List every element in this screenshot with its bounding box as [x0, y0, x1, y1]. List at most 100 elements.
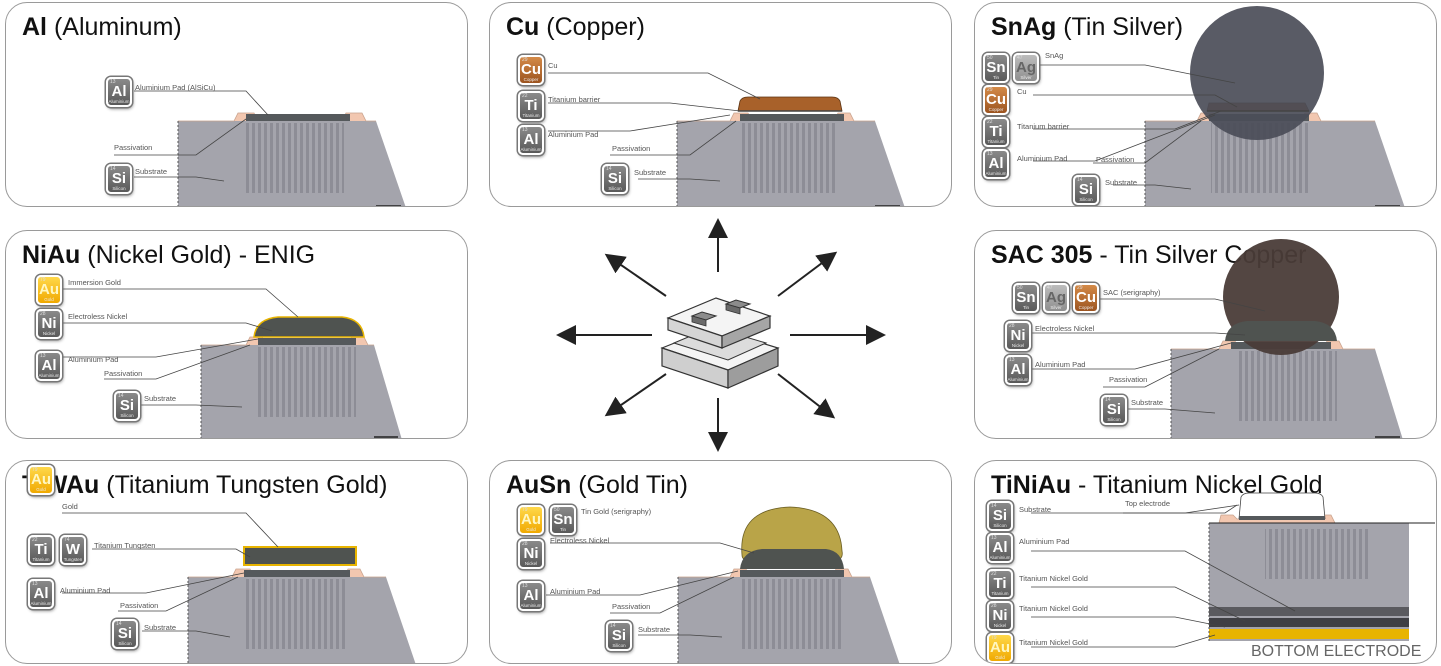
tile-name: Tungsten: [63, 557, 83, 562]
tile-name: Tin: [559, 527, 567, 532]
label-aluminium-pad: Aluminium Pad: [1017, 154, 1068, 163]
tile-name: Silicon: [993, 523, 1007, 528]
label-aluminium-pad: Aluminium Pad (AlSiCu): [135, 83, 216, 92]
tile-number: 13: [32, 581, 38, 587]
tile-number: 14: [116, 621, 122, 627]
tile-symbol: Ni: [41, 315, 57, 332]
label-aluminium-pad: Aluminium Pad: [548, 130, 599, 139]
tile-name: Silver: [1050, 305, 1062, 310]
label-snag: SnAg: [1045, 51, 1064, 60]
title-bold: TiNiAu: [991, 471, 1072, 499]
label-passivation: Passivation: [612, 144, 651, 153]
tile-name: Tin: [992, 75, 1000, 80]
cross-section-diagram: [62, 512, 416, 663]
tile-name: Aluminium: [985, 171, 1007, 176]
tile-number: 79: [32, 467, 38, 473]
tile-number: 22: [522, 93, 528, 99]
label-cu: Cu: [1017, 87, 1027, 96]
tile-symbol: Ag: [1016, 59, 1036, 76]
tile-name: Gold: [526, 527, 536, 532]
tile-symbol: Al: [111, 83, 127, 100]
tile-number: 22: [991, 571, 997, 577]
cross-section-diagram: [1033, 6, 1405, 206]
tile-number: 50: [1017, 285, 1023, 291]
label-substrate: Substrate: [1131, 398, 1164, 407]
chip-stack: [660, 297, 780, 389]
label-titanium-nickel-gold: Titanium Nickel Gold: [1019, 604, 1088, 613]
tile-name: Aluminium: [38, 373, 60, 378]
tile-number: 13: [522, 127, 528, 133]
label-aluminium-pad: Aluminium Pad: [68, 355, 119, 364]
tile-symbol: Al: [523, 587, 539, 604]
tile-name: Aluminium: [989, 555, 1011, 560]
tile-name: Titanium: [991, 591, 1009, 596]
tile-name: Gold: [36, 487, 46, 492]
tile-number: 28: [40, 311, 46, 317]
tile-name: Silicon: [112, 186, 126, 191]
tile-symbol: Ti: [524, 97, 538, 114]
tile-symbol: Si: [117, 625, 133, 642]
tile-name: Nickel: [993, 623, 1007, 628]
tile-name: Aluminium: [520, 147, 542, 152]
bottom-electrode-label: BOTTOM ELECTRODE: [1251, 643, 1422, 660]
label-substrate: Substrate: [1105, 178, 1138, 187]
tile-name: Copper: [988, 107, 1004, 112]
label-sac-serigraphy: SAC (serigraphy): [1103, 288, 1161, 297]
title-bold: Al: [22, 13, 47, 41]
panel-title: SnAg (Tin Silver): [991, 13, 1183, 42]
label-substrate: Substrate: [144, 394, 177, 403]
tile-symbol: Si: [611, 627, 627, 644]
tile-name: Copper: [1078, 305, 1094, 310]
title-rest: (Titanium Tungsten Gold): [99, 471, 388, 499]
panel-title: NiAu (Nickel Gold) - ENIG: [22, 241, 315, 270]
tile-symbol: Si: [119, 397, 135, 414]
label-electroless-nickel: Electroless Nickel: [550, 536, 610, 545]
tile-name: Silicon: [1107, 417, 1121, 422]
tile-number: 14: [606, 166, 612, 172]
label-aluminium-pad: Aluminium Pad: [1019, 537, 1070, 546]
label-substrate: Substrate: [1019, 505, 1052, 514]
tile-symbol: Ni: [992, 607, 1008, 624]
label-titanium-nickel-gold: Titanium Nickel Gold: [1019, 638, 1088, 647]
tile-symbol: W: [65, 541, 81, 558]
tile-name: Titanium: [32, 557, 50, 562]
title-rest: (Aluminum): [47, 13, 182, 41]
tile-symbol: Au: [521, 511, 541, 528]
label-electroless-nickel: Electroless Nickel: [1035, 324, 1095, 333]
tile-name: Nickel: [524, 561, 538, 566]
tile-number: 13: [110, 79, 116, 85]
label-passivation: Passivation: [1109, 375, 1148, 384]
cross-section-diagram: [546, 506, 900, 663]
tile-number: 13: [40, 353, 46, 359]
tile-symbol: Si: [607, 170, 623, 187]
tile-number: 29: [522, 57, 528, 63]
tile-name: Aluminium: [108, 99, 130, 104]
title-bold: Cu: [506, 13, 540, 41]
label-titanium-nickel-gold: Titanium Nickel Gold: [1019, 574, 1088, 583]
tile-number: 14: [610, 623, 616, 629]
tile-name: Gold: [44, 297, 54, 302]
label-aluminium-pad: Aluminium Pad: [1035, 360, 1086, 369]
label-substrate: Substrate: [634, 168, 667, 177]
tile-name: Silver: [1020, 75, 1032, 80]
tile-number: 79: [522, 507, 528, 513]
label-substrate: Substrate: [144, 623, 177, 632]
